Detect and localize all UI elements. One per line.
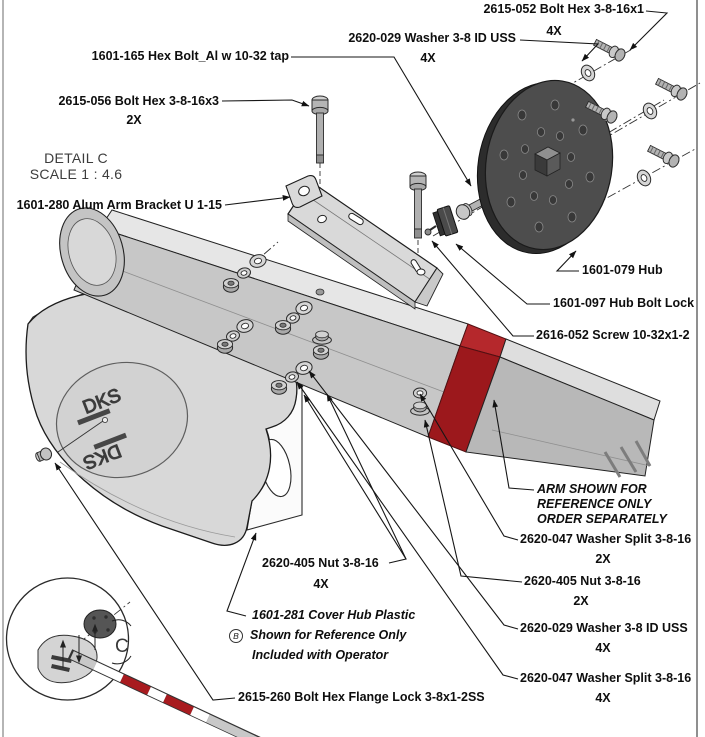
bracket-ear-hole xyxy=(298,185,310,197)
cover-hub-note-line3: Included with Operator xyxy=(252,648,389,662)
callout-hub: 1601-079 Hub xyxy=(582,263,663,277)
callout-flange-bolt: 2615-260 Bolt Hex Flange Lock 3-8x1-2SS xyxy=(238,690,485,704)
callout-washer-split-4x-qty: 4X xyxy=(595,691,611,705)
callout-washer-uss-top: 2620-029 Washer 3-8 ID USS xyxy=(348,31,516,45)
detail-view-c: C xyxy=(5,577,261,737)
leader-hub xyxy=(555,250,579,272)
bracket-hole-b xyxy=(416,268,426,276)
callout-arm-bracket: 1601-280 Alum Arm Bracket U 1-15 xyxy=(16,198,222,212)
bolt-hex-3in-b xyxy=(409,171,427,239)
arm-reference-note: ARM SHOWN FOR REFERENCE ONLY ORDER SEPAR… xyxy=(537,482,667,527)
callout-washer-uss-top-qty: 4X xyxy=(420,51,436,65)
mini-dimension-arrows xyxy=(59,623,99,668)
bracket-right-flange xyxy=(414,267,444,307)
callout-washer-split-2x: 2620-047 Washer Split 3-8-16 xyxy=(520,532,692,546)
arm-note-line3: ORDER SEPARATELY xyxy=(537,512,667,526)
callout-nut-2x: 2620-405 Nut 3-8-16 xyxy=(524,574,641,588)
hub-center-boss xyxy=(534,146,561,177)
leader-hub-bolt-lock xyxy=(455,243,550,305)
callout-washer-uss-4x: 2620-029 Washer 3-8 ID USS xyxy=(520,621,688,635)
callout-washer-uss-4x-qty: 4X xyxy=(595,641,611,655)
callout-washer-split-4x: 2620-047 Washer Split 3-8-16 xyxy=(520,671,692,685)
callout-bolt-hex-16x1: 2615-052 Bolt Hex 3-8-16x1 xyxy=(483,2,644,16)
detail-scale: SCALE 1 : 4.6 xyxy=(29,166,123,182)
cover-hub-note-line2: Shown for Reference Only xyxy=(250,628,407,642)
hub-bolt-holes xyxy=(499,99,595,233)
cover-emboss-circle xyxy=(55,361,189,479)
arm-stub-side xyxy=(465,356,655,477)
callout-bolt-hex-16x3-qty: 2X xyxy=(126,113,142,127)
leader-washer-split-4x xyxy=(296,381,519,680)
bracket-front-strip xyxy=(287,213,416,310)
cover-hub-note-line1: 1601-281 Cover Hub Plastic xyxy=(252,608,416,622)
flange-bolt-axis-line xyxy=(57,420,104,453)
callout-bolt-hex-16x3: 2615-056 Bolt Hex 3-8-16x3 xyxy=(58,94,219,108)
leader-arm-note xyxy=(492,399,535,491)
screw-10-32 xyxy=(424,225,437,236)
mini-logo-mark xyxy=(51,655,72,663)
callout-nut-2x-qty: 2X xyxy=(573,594,589,608)
hub-axis-centerline xyxy=(432,99,665,237)
alum-arm-bracket xyxy=(285,174,444,310)
leader-washer-uss-4x xyxy=(308,370,519,630)
leader-washer-uss-top xyxy=(519,39,600,62)
detail-title: DETAIL C xyxy=(44,150,108,166)
hub-disc xyxy=(476,79,614,255)
balloon-b: B xyxy=(229,629,243,643)
detail-circle xyxy=(5,577,130,701)
detail-title-block: DETAIL C SCALE 1 : 4.6 xyxy=(22,150,130,182)
leader-nut-4x-b xyxy=(326,393,407,560)
leader-flange-bolt xyxy=(54,462,236,701)
arm-note-line2: REFERENCE ONLY xyxy=(537,497,652,511)
leader-bolt-hex-16x1 xyxy=(629,10,669,51)
cover-center-hole xyxy=(101,416,109,424)
leader-cover-hub xyxy=(226,532,257,617)
bolt-hex-flange-lock xyxy=(35,447,53,462)
callout-washer-split-2x-qty: 2X xyxy=(595,552,611,566)
mini-hub xyxy=(83,609,117,639)
mini-arm-red-band xyxy=(120,674,151,695)
callout-hex-bolt-al: 1601-165 Hex Bolt_Al w 10-32 tap xyxy=(91,49,289,63)
leader-bolt-hex-16x3 xyxy=(221,99,310,107)
detail-view-letter: C xyxy=(115,636,129,657)
bracket-slot xyxy=(348,212,364,226)
arm-assembly xyxy=(59,207,661,478)
arm-block-bolt-hole xyxy=(315,288,325,296)
arm-note-line1: ARM SHOWN FOR xyxy=(537,482,647,496)
leader-hex-bolt-al xyxy=(291,56,472,187)
callout-nut-4x-qty: 4X xyxy=(313,577,329,591)
leader-washer-split-2x xyxy=(419,393,519,541)
leader-screw xyxy=(431,240,534,337)
detail-arc-top xyxy=(111,619,132,627)
leader-lines xyxy=(54,10,669,701)
leader-nut-2x xyxy=(423,419,523,583)
callout-bolt-hex-16x1-qty: 4X xyxy=(546,24,562,38)
arm-cut-hatch xyxy=(603,451,622,478)
bolt-hex-3in-a xyxy=(311,95,329,164)
callout-hub-bolt-lock: 1601-097 Hub Bolt Lock xyxy=(553,296,695,310)
hub-bolt-lock xyxy=(432,205,459,237)
detail-arc-bottom xyxy=(111,655,132,665)
hub-pin-dot xyxy=(571,118,575,122)
leader-arm-bracket xyxy=(224,195,291,206)
bracket-hole-a xyxy=(317,214,327,224)
callout-nut-4x: 2620-405 Nut 3-8-16 xyxy=(262,556,379,570)
callout-screw: 2616-052 Screw 10-32x1-2 xyxy=(536,328,690,342)
